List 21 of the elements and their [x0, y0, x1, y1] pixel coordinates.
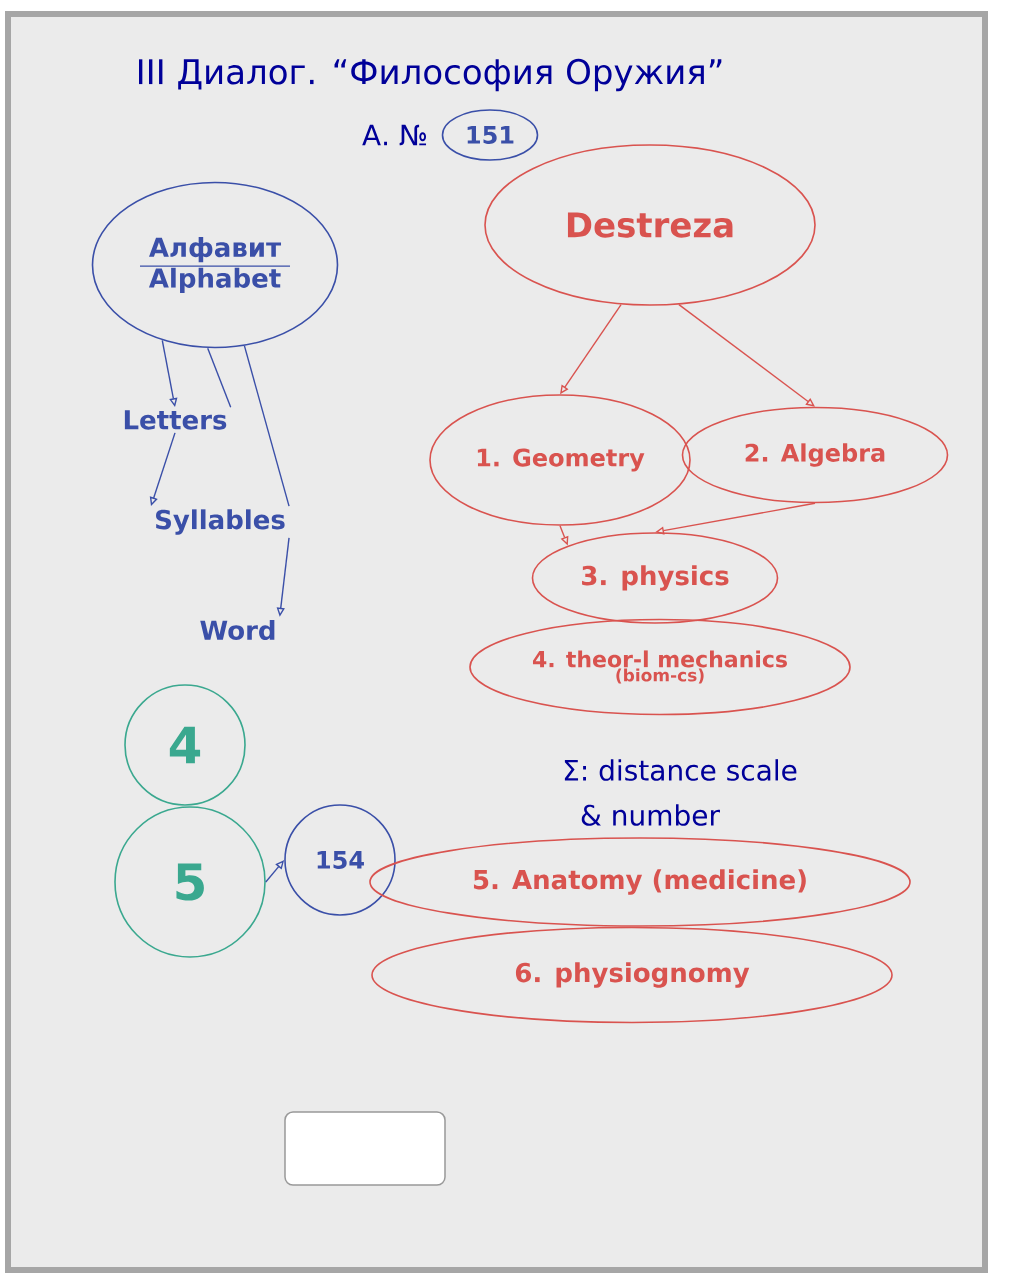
handwritten-word: Syllables — [156, 509, 285, 535]
handwritten-note: А. № — [362, 124, 426, 146]
handwritten-word: Letters — [124, 410, 227, 430]
ellipse-node: Destreza — [484, 144, 816, 306]
title: III Диалог. “Философия Оружия” — [139, 58, 722, 92]
ellipse-node: Алфавит Alphabet — [91, 181, 339, 349]
ellipse-node: 4. theor-l mechanics (biom-cs) — [469, 618, 851, 716]
ellipse-node: 5. Anatomy (medicine) — [369, 837, 911, 927]
circled-number: 154 — [284, 804, 396, 916]
handwritten-word: Word — [200, 619, 275, 641]
ellipse-node: 1. Geometry — [429, 394, 691, 526]
handwritten-note: Σ: distance scale — [564, 759, 797, 781]
ellipse-node: 6. physiognomy — [371, 926, 893, 1024]
ellipse-node: 2. Algebra — [681, 406, 949, 504]
arrow — [678, 303, 815, 407]
ellipse-node: 3. physics — [531, 532, 779, 624]
connector-line — [207, 347, 232, 408]
circled-number: 5 — [114, 806, 266, 958]
connector-line — [243, 345, 290, 507]
circled-number: 4 — [124, 684, 246, 806]
ellipse-node: 151 — [441, 109, 539, 161]
